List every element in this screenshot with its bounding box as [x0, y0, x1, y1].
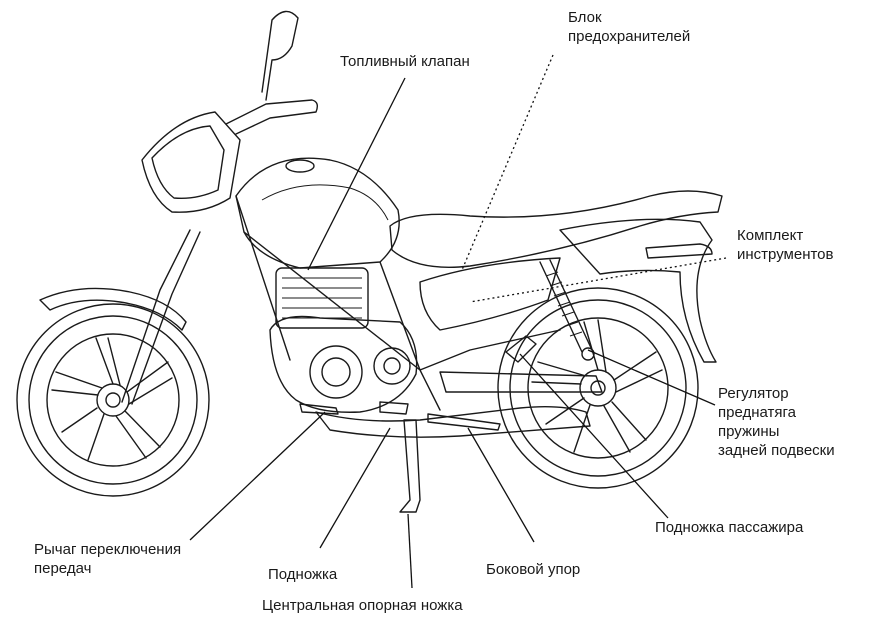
- label-gear-lever: Рычаг переключения передач: [34, 540, 181, 578]
- rear-shock: [540, 260, 594, 360]
- leader-tool-kit: [470, 258, 726, 302]
- handlebar: [226, 100, 317, 134]
- label-footrest: Подножка: [268, 565, 337, 584]
- side-stand: [428, 414, 500, 430]
- label-fuse-box: Блок предохранителей: [568, 8, 690, 46]
- front-fender: [40, 288, 186, 330]
- center-stand: [400, 420, 420, 512]
- label-tool-kit: Комплект инструментов: [737, 226, 834, 264]
- leader-center-stand: [408, 514, 412, 588]
- tail-section: [560, 219, 716, 362]
- swingarm: [440, 372, 602, 392]
- side-cover: [420, 258, 560, 330]
- label-passenger-footrest: Подножка пассажира: [655, 518, 803, 537]
- leader-footrest: [320, 428, 390, 548]
- leader-passenger-footrest: [520, 354, 668, 518]
- mirror: [262, 11, 298, 100]
- label-side-stand: Боковой упор: [486, 560, 580, 579]
- footpeg: [380, 402, 408, 414]
- leader-side-stand: [468, 428, 534, 542]
- engine: [270, 268, 417, 412]
- label-rear-preload: Регулятор преднатяга пружины задней подв…: [718, 384, 835, 460]
- frame: [236, 196, 560, 410]
- label-fuel-valve: Топливный клапан: [340, 52, 470, 71]
- leader-rear-preload: [588, 350, 715, 405]
- label-center-stand: Центральная опорная ножка: [262, 596, 463, 615]
- rear-wheel: [498, 288, 698, 488]
- leader-fuse-box: [462, 55, 553, 270]
- leader-gear-lever: [190, 412, 325, 540]
- leader-fuel-valve: [308, 78, 405, 270]
- front-wheel: [17, 304, 209, 496]
